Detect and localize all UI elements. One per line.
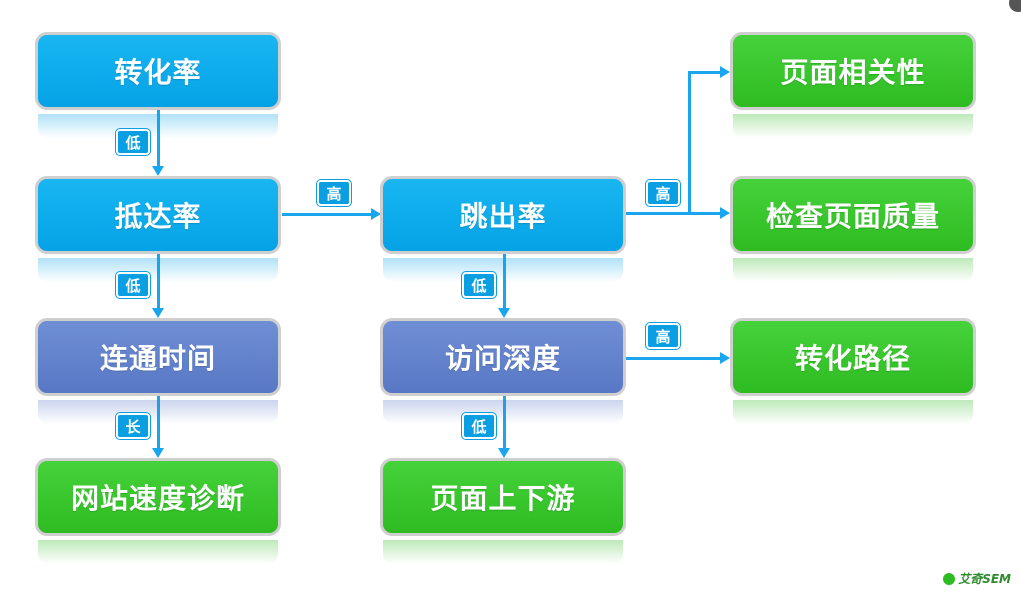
edge-label-low: 低 <box>462 413 496 439</box>
edge-label-long: 长 <box>116 413 150 439</box>
corner-decoration <box>1009 0 1021 12</box>
connector-bounce-to-depth <box>503 254 506 310</box>
node-label: 页面相关性 <box>780 56 926 89</box>
node-reflection <box>38 540 278 564</box>
node-label: 页面上下游 <box>430 482 576 515</box>
arrow-head <box>152 308 164 318</box>
node-reflection <box>383 540 623 564</box>
node-reflection <box>383 400 623 424</box>
node-visit-depth: 访问深度 <box>380 318 626 396</box>
node-reflection <box>733 400 973 424</box>
node-page-up-down-stream: 页面上下游 <box>380 458 626 536</box>
edge-label-low: 低 <box>116 272 150 298</box>
arrow-head <box>498 308 510 318</box>
edge-label-low: 低 <box>116 129 150 155</box>
connector-bounce-to-quality <box>626 212 721 215</box>
connector-arrival-to-connect <box>157 254 160 310</box>
logo-icon <box>943 572 956 585</box>
node-conversion-path: 转化路径 <box>730 318 976 396</box>
connector-connect-to-speed <box>157 396 160 450</box>
node-label: 检查页面质量 <box>765 200 940 233</box>
edge-label-low: 低 <box>462 272 496 298</box>
node-reflection <box>38 114 278 138</box>
node-site-speed-diagnosis: 网站速度诊断 <box>35 458 281 536</box>
arrow-head <box>720 207 730 219</box>
node-arrival-rate: 抵达率 <box>35 176 281 254</box>
node-check-page-quality: 检查页面质量 <box>730 176 976 254</box>
connector-conversion-to-arrival <box>157 110 160 168</box>
node-page-relevance: 页面相关性 <box>730 32 976 110</box>
arrow-head <box>152 448 164 458</box>
node-bounce-rate: 跳出率 <box>380 176 626 254</box>
connector-depth-to-updown <box>503 396 506 450</box>
node-reflection <box>38 258 278 282</box>
node-label: 转化率 <box>114 56 202 89</box>
node-label: 连通时间 <box>99 342 216 375</box>
connector-branch-to-relevance <box>688 71 721 74</box>
edge-label-high: 高 <box>317 180 351 206</box>
brand-logo: 艾奇SEM <box>943 570 1011 587</box>
logo-text: 艾奇SEM <box>958 572 1011 586</box>
node-label: 访问深度 <box>444 342 561 375</box>
node-reflection <box>383 258 623 282</box>
arrow-head <box>152 166 164 176</box>
arrow-head <box>498 448 510 458</box>
node-connect-time: 连通时间 <box>35 318 281 396</box>
node-reflection <box>733 114 973 138</box>
connector-arrival-to-bounce <box>282 213 372 216</box>
arrow-head <box>720 352 730 364</box>
node-label: 网站速度诊断 <box>70 482 245 515</box>
arrow-head <box>720 66 730 78</box>
connector-depth-to-path <box>626 357 721 360</box>
edge-label-high: 高 <box>646 323 680 349</box>
node-reflection <box>38 400 278 424</box>
node-conversion-rate: 转化率 <box>35 32 281 110</box>
node-label: 跳出率 <box>459 200 547 233</box>
connector-branch-vertical <box>688 71 691 214</box>
edge-label-high: 高 <box>646 180 680 206</box>
node-label: 抵达率 <box>114 200 202 233</box>
node-label: 转化路径 <box>794 342 911 375</box>
arrow-head <box>371 208 381 220</box>
node-reflection <box>733 258 973 282</box>
